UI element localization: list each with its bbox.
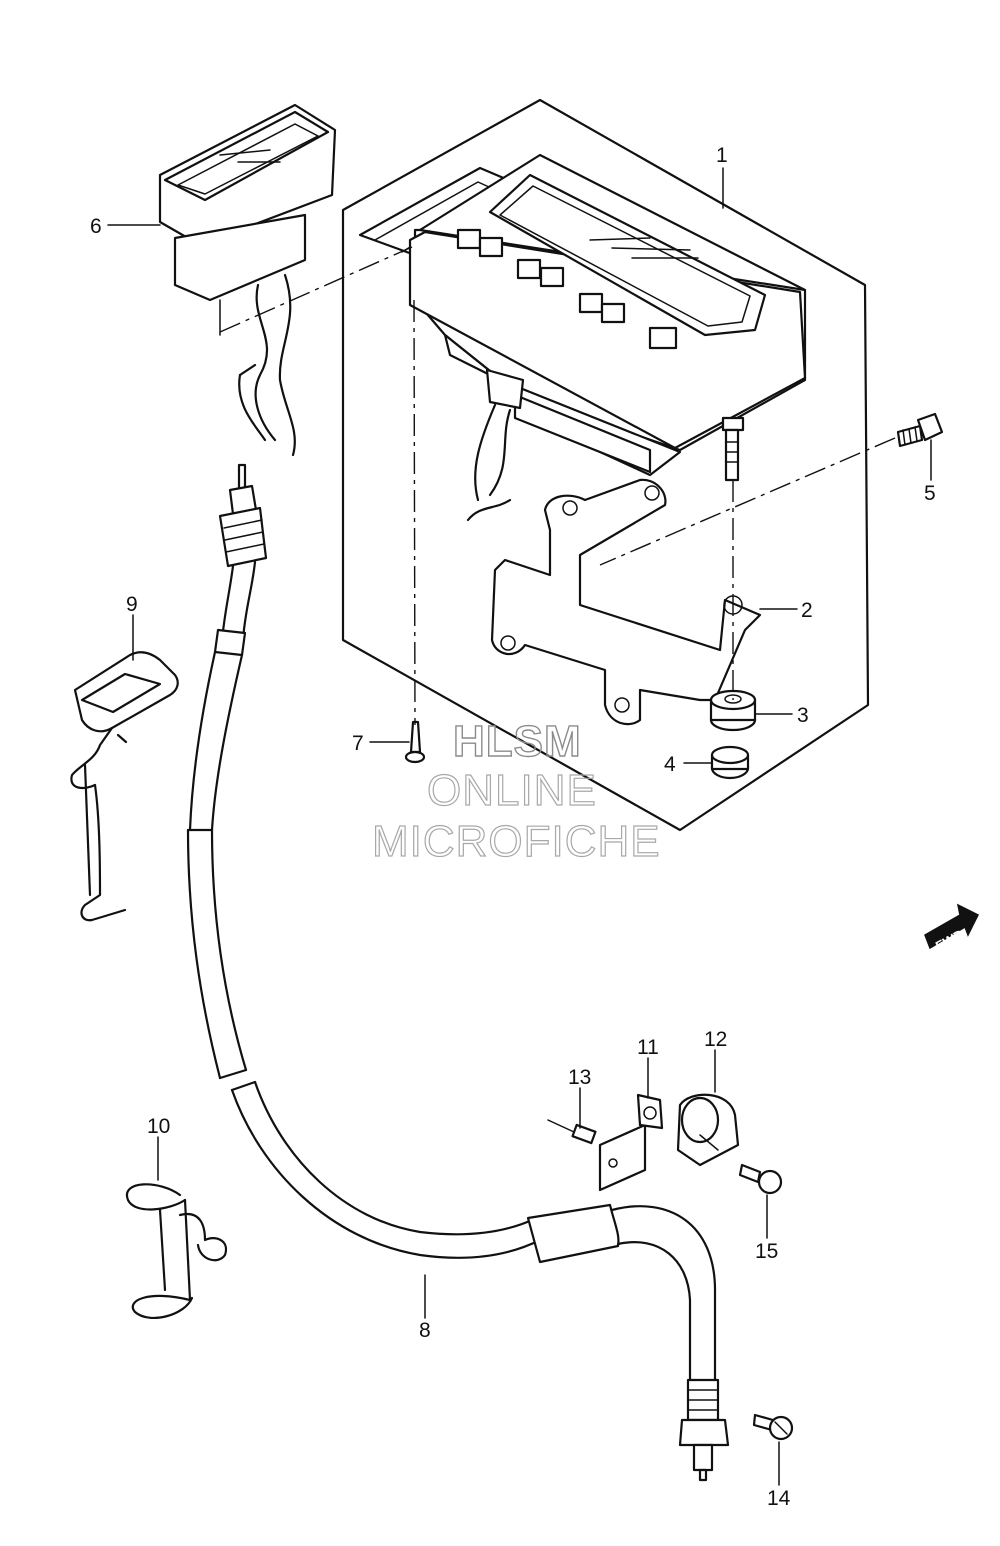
watermark-line1: HLSM	[453, 717, 582, 766]
callout-15: 15	[755, 1240, 778, 1263]
part-14-screw	[752, 1413, 794, 1441]
part-8-cable	[186, 463, 730, 1482]
fwd-direction-badge: FWD	[924, 903, 980, 953]
callout-labels: 1 2 3 4 5 6 7 8 9 10 11 12 13 14 15	[90, 144, 936, 1510]
callout-10: 10	[147, 1115, 170, 1138]
callout-14: 14	[767, 1487, 791, 1510]
callout-6: 6	[90, 215, 102, 238]
callout-1: 1	[716, 144, 728, 167]
leader-lines	[107, 167, 932, 1486]
part-12-clamp	[676, 1093, 740, 1167]
assembly-frame	[341, 98, 870, 832]
part-1-meter-assembly	[358, 153, 807, 522]
callout-7: 7	[352, 732, 364, 755]
callout-4: 4	[664, 753, 676, 776]
part-3-grommet	[709, 689, 757, 732]
part-15-screw	[738, 1163, 783, 1195]
part-9-clamp	[70, 651, 179, 922]
part-5-bolt	[896, 412, 944, 448]
part-6-cover	[158, 103, 337, 457]
callout-13: 13	[568, 1066, 591, 1089]
watermark: HLSM ONLINE MICROFICHE	[371, 716, 661, 866]
part-10-clip	[125, 1183, 228, 1320]
callout-2: 2	[801, 599, 813, 622]
part-2-bracket	[490, 478, 762, 726]
part-11-plate	[598, 1093, 664, 1192]
callout-11: 11	[637, 1036, 659, 1059]
part-4-collar	[710, 745, 750, 780]
part-7-screw	[404, 720, 426, 764]
callout-9: 9	[126, 593, 138, 616]
callout-8: 8	[419, 1319, 431, 1342]
watermark-line3: MICROFICHE	[372, 817, 661, 866]
callout-3: 3	[797, 704, 809, 727]
callout-12: 12	[704, 1028, 727, 1051]
part-13-pin	[547, 1119, 597, 1145]
alignment-lines	[219, 246, 896, 726]
callout-5: 5	[924, 482, 936, 505]
watermark-line2: ONLINE	[427, 766, 597, 815]
